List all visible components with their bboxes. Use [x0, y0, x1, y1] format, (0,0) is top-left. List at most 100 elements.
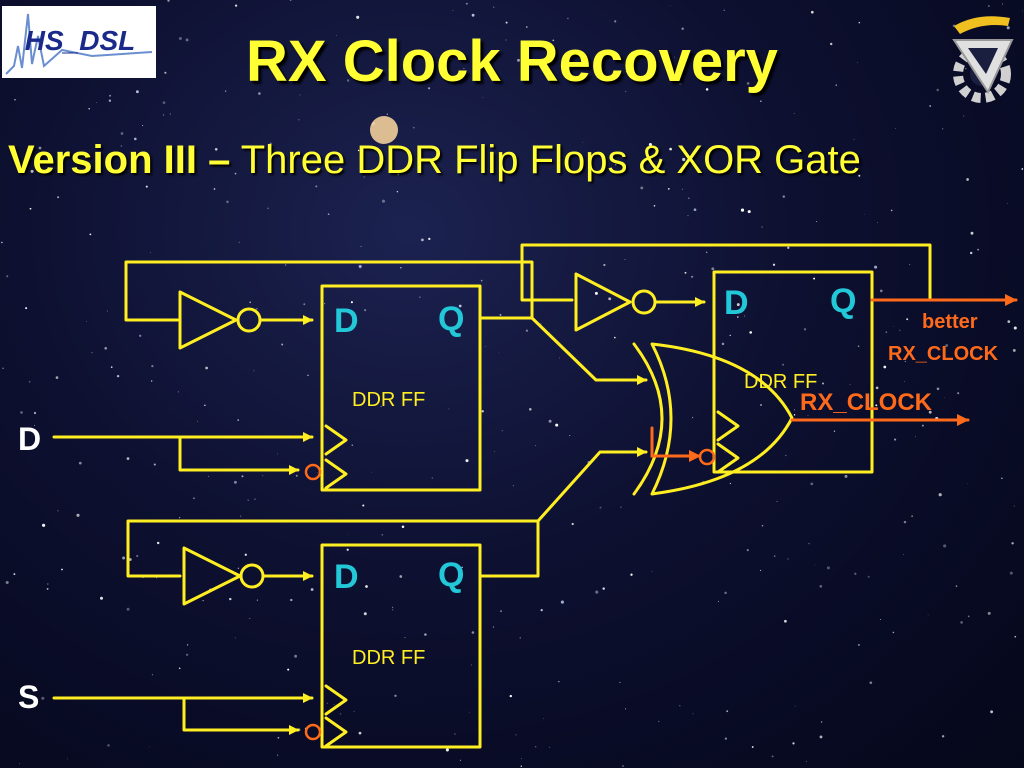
star [29, 207, 32, 210]
wire-bottom-feedback [126, 519, 540, 578]
star [108, 99, 112, 102]
star [857, 643, 860, 646]
star [350, 301, 353, 304]
input-d-label: D [18, 421, 41, 457]
star [509, 694, 512, 698]
star [520, 765, 523, 767]
star [346, 79, 350, 82]
ff-bottom-left-d-label: D [334, 558, 359, 596]
star [234, 4, 238, 7]
star [619, 681, 621, 684]
star [787, 246, 790, 250]
star [963, 115, 965, 117]
star [244, 553, 247, 556]
star [471, 664, 472, 666]
star [608, 297, 612, 301]
star [481, 410, 484, 413]
star [740, 208, 745, 212]
star [782, 195, 786, 198]
star [969, 251, 973, 255]
star [793, 414, 796, 416]
wire-q1-to-xor [530, 316, 648, 385]
wire-s-branch [182, 696, 300, 735]
star [394, 694, 397, 697]
star [875, 386, 879, 390]
star [548, 746, 550, 748]
star [269, 142, 272, 145]
star [624, 259, 626, 260]
star [555, 423, 559, 427]
star [178, 516, 181, 519]
star [723, 9, 725, 11]
star [41, 696, 45, 700]
star [482, 97, 484, 99]
star [903, 520, 907, 524]
star [213, 188, 216, 190]
star [540, 608, 543, 612]
star [46, 587, 49, 590]
star [256, 599, 259, 601]
star [424, 633, 427, 636]
star [449, 56, 453, 60]
star [1007, 320, 1011, 323]
star [810, 482, 814, 486]
ff-top-left-q-label: Q [438, 300, 464, 338]
star [988, 5, 990, 7]
star [955, 585, 958, 587]
star [794, 705, 796, 707]
star [1012, 348, 1016, 352]
star [1006, 26, 1010, 30]
star [196, 420, 198, 422]
star [365, 585, 368, 588]
star [820, 721, 823, 723]
star [669, 147, 672, 151]
star [116, 374, 120, 378]
star [936, 387, 940, 391]
star [151, 380, 153, 382]
star [864, 214, 865, 215]
star [480, 279, 483, 282]
star [351, 444, 354, 447]
bright-star [370, 116, 398, 144]
star [277, 453, 278, 455]
star [88, 107, 90, 110]
star [363, 176, 365, 178]
star [938, 493, 942, 497]
star [990, 710, 994, 714]
star [214, 147, 218, 151]
star [240, 515, 242, 517]
star [86, 321, 87, 322]
star [693, 208, 697, 212]
star [771, 755, 774, 758]
input-s-label: S [18, 679, 39, 715]
better-label: better [922, 311, 978, 333]
star [658, 720, 660, 722]
star [307, 374, 309, 376]
star [151, 674, 153, 676]
subtitle-version: Version III – [8, 138, 231, 182]
star [136, 90, 139, 94]
star [967, 615, 970, 618]
star [151, 364, 154, 368]
star [316, 472, 318, 474]
star [485, 346, 486, 348]
star [571, 522, 574, 526]
star [294, 654, 297, 658]
ff-right-d-label: D [724, 284, 749, 322]
star [412, 126, 415, 129]
star [519, 637, 521, 639]
star [391, 609, 394, 611]
star [1011, 542, 1014, 545]
star [559, 357, 561, 359]
star [42, 523, 46, 527]
star [785, 455, 787, 457]
star [177, 391, 180, 393]
star [885, 331, 888, 334]
gear-logo [952, 16, 1014, 103]
ff-bottom-left-q-label: Q [438, 556, 464, 594]
star [894, 438, 897, 441]
star [277, 736, 280, 739]
star [867, 575, 870, 578]
star [14, 99, 16, 101]
